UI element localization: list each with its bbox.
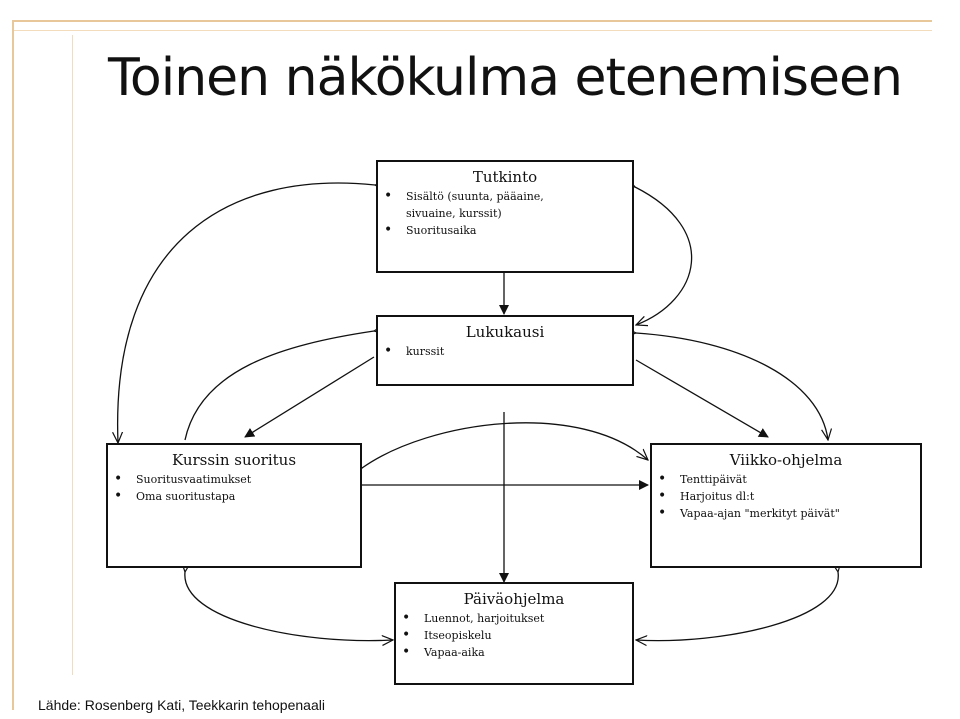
box-lukukausi-title: Lukukausi <box>465 323 545 341</box>
box-kurssin-suoritus-title: Kurssin suoritus <box>171 451 297 469</box>
arc-kurssin-viikko <box>362 422 648 468</box>
arrow-lukukausi-kurssin <box>244 356 375 438</box>
slide-frame-top-inner <box>12 30 932 31</box>
arrow-lukukausi-viikko <box>635 359 769 438</box>
list-item: kurssit <box>384 343 632 360</box>
box-paivaohjelma-title: Päiväohjelma <box>463 590 565 608</box>
list-item: Suoritusaika <box>384 222 632 239</box>
slide-frame-top <box>12 20 932 22</box>
list-item-continuation: sivuaine, kurssit) <box>406 207 502 220</box>
arc-lukukausi-kurssin <box>184 331 374 441</box>
list-item: Itseopiskelu <box>402 627 632 644</box>
box-tutkinto: Tutkinto Sisältö (suunta, pääaine, sivua… <box>376 160 634 273</box>
box-viikko-ohjelma: Viikko-ohjelma Tenttipäivät Harjoitus dl… <box>650 443 922 568</box>
arc-viikko-paiva <box>636 572 838 641</box>
slide-title: Toinen näkökulma etenemiseen <box>108 48 903 108</box>
arc-tutkinto-kurssin <box>118 183 375 443</box>
box-viikko-ohjelma-title: Viikko-ohjelma <box>729 451 843 469</box>
box-tutkinto-title: Tutkinto <box>472 168 538 186</box>
arc-kurssin-paiva <box>185 572 393 641</box>
arc-lukukausi-viikko <box>636 333 828 440</box>
list-item: Oma suoritustapa <box>114 488 360 505</box>
list-item: Suoritusvaatimukset <box>114 471 360 488</box>
box-paivaohjelma: Päiväohjelma Luennot, harjoitukset Itseo… <box>394 582 634 685</box>
box-kurssin-suoritus: Kurssin suoritus Suoritusvaatimukset Oma… <box>106 443 362 568</box>
list-item: Vapaa-aika <box>402 644 632 661</box>
box-lukukausi: Lukukausi kurssit <box>376 315 634 386</box>
list-item: Sisältö (suunta, pääaine, <box>384 188 632 205</box>
arc-tutkinto-lukukausi <box>635 187 693 325</box>
list-item: Vapaa-ajan "merkityt päivät" <box>658 505 920 522</box>
slide-frame-left-inner <box>72 35 73 675</box>
list-item: Tenttipäivät <box>658 471 920 488</box>
source-caption: Lähde: Rosenberg Kati, Teekkarin tehopen… <box>38 697 325 713</box>
slide-frame-left <box>12 20 14 710</box>
list-item: Luennot, harjoitukset <box>402 610 632 627</box>
list-item: Harjoitus dl:t <box>658 488 920 505</box>
